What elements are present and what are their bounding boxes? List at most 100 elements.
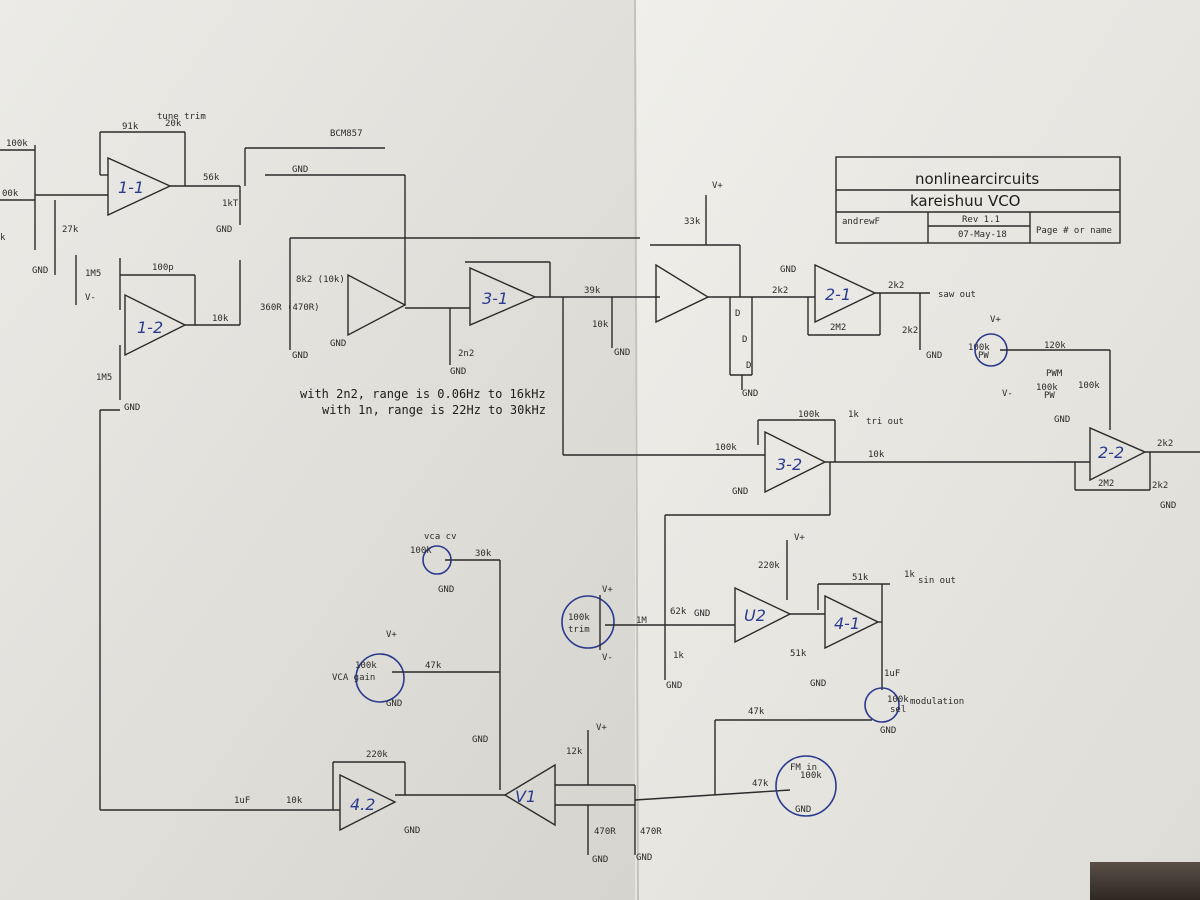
opamp-3-1 [469, 266, 537, 327]
opamp-label-v1: V1 [515, 787, 536, 806]
opamp-3-2 [764, 430, 827, 494]
label-tri-out: tri out [866, 417, 904, 427]
title-company: nonlinearcircuits [915, 170, 1039, 188]
label-r-10k-d: 10k [286, 796, 303, 806]
opamp-label-4-2: 4.2 [350, 795, 375, 814]
label-vminus-3: V- [602, 653, 613, 663]
label-vplus-4: V+ [602, 585, 613, 595]
pulse-section: V+ 100k PW V- 120k PWM 100k PW 100k GND … [968, 315, 1200, 511]
label-r-1m5-a: 1M5 [85, 269, 101, 279]
label-gnd-19: GND [438, 585, 454, 595]
label-gnd-7: GND [450, 367, 466, 377]
label-gnd-5: GND [292, 351, 308, 361]
label-r-100k-fm: 100k [800, 771, 822, 781]
label-pw-2: PW [1044, 391, 1055, 401]
label-r-47k-b: 47k [748, 707, 765, 717]
label-r-20k: 20k [165, 119, 182, 129]
title-page: Page # or name [1036, 226, 1112, 236]
opamp-2-2 [1089, 426, 1147, 482]
label-r-2k2-b: 2k2 [888, 281, 904, 291]
label-r-10k-b: 10k [592, 320, 609, 330]
label-diode-2: D [742, 335, 747, 345]
label-gnd-16: GND [694, 609, 710, 619]
label-r-47k-a: 47k [425, 661, 442, 671]
label-r-2k2-a: 2k2 [772, 286, 788, 296]
label-r-1kt: 1kT [222, 199, 239, 209]
mod-pot-circle [864, 687, 900, 723]
label-r-k-edge: k [0, 233, 6, 243]
label-r-100k-gain: 100k [355, 661, 377, 671]
opamp-label-2-1: 2-1 [825, 285, 851, 304]
label-r-120k: 120k [1044, 341, 1066, 351]
label-transistor: BCM857 [330, 129, 363, 139]
label-r-8k2: 8k2 (10k) [296, 275, 345, 285]
label-r-2m2-a: 2M2 [830, 323, 846, 333]
label-gnd-3: GND [292, 165, 308, 175]
label-gnd-22: GND [404, 826, 420, 836]
label-diode-3: D [746, 361, 751, 371]
label-c-1uf-a: 1uF [884, 669, 900, 679]
label-r-360r: 360R (470R) [260, 303, 320, 313]
opamp-1-2 [124, 293, 187, 357]
opamp-label-3-1: 3-1 [482, 289, 508, 308]
expo-converter: 100k 00k k 1-1 91k 20k tune trim 56k 1kT… [0, 112, 660, 413]
label-r-91k: 91k [122, 122, 139, 132]
title-block: nonlinearcircuits kareishuu VCO andrewF … [835, 156, 1121, 244]
label-trim: trim [568, 625, 590, 635]
trim-pot-circle [561, 595, 615, 649]
label-vminus-2: V- [1002, 389, 1013, 399]
opamp-label-1-2: 1-2 [137, 318, 163, 337]
label-r-62k: 62k [670, 607, 687, 617]
label-r-100k-in: 100k [6, 139, 28, 149]
fm-pot-circle [775, 755, 837, 817]
label-sin-out: sin out [918, 576, 956, 586]
title-date: 07-May-18 [958, 230, 1007, 240]
label-gnd-13: GND [1054, 415, 1070, 425]
label-r-100k-tri: 100k [798, 410, 820, 420]
label-r-2k2-c: 2k2 [902, 326, 918, 336]
label-r-12k: 12k [566, 747, 583, 757]
label-r-56k: 56k [203, 173, 220, 183]
vca-section: vca cv 100k GND 30k V+ 100k VCA gain GND… [99, 409, 837, 865]
opamp-label-4-1: 4-1 [834, 614, 860, 633]
label-r-2m2-b: 2M2 [1098, 479, 1114, 489]
label-r-51k-b: 51k [790, 649, 807, 659]
label-r-10k-a: 10k [212, 314, 229, 324]
triangle-section: 100k 3-2 GND 100k 1k tri out 10k [562, 297, 1090, 516]
label-r-27k: 27k [62, 225, 79, 235]
label-gnd-21: GND [472, 735, 488, 745]
label-gnd-10: GND [780, 265, 796, 275]
ota-v1 [503, 763, 556, 827]
label-r-sel: sel [890, 705, 906, 715]
opamp-label-2-2: 2-2 [1098, 443, 1124, 462]
label-r-100k-in2: 00k [2, 189, 19, 199]
label-gnd-4: GND [124, 403, 140, 413]
label-r-100k-vca: 100k [410, 546, 432, 556]
label-gnd-6: GND [330, 339, 346, 349]
label-r-51k-a: 51k [852, 573, 869, 583]
opamp-label-u2: U2 [744, 606, 766, 625]
label-r-220k-b: 220k [366, 750, 388, 760]
sine-section: 62k 1k GND V+ 220k U2 GND 51k 1k sin out… [664, 515, 964, 736]
paper-right-half [635, 0, 1200, 900]
label-modulation: modulation [910, 697, 964, 707]
label-vca-cv: vca cv [424, 532, 457, 542]
label-r-39k: 39k [584, 286, 601, 296]
label-c-1uf-b: 1uF [234, 796, 250, 806]
opamp-comparator [347, 273, 407, 337]
label-r-1k-tri: 1k [848, 410, 859, 420]
label-gnd-23: GND [592, 855, 608, 865]
label-vplus-3: V+ [794, 533, 805, 543]
label-r-1m: 1M [636, 616, 647, 626]
label-r-100k-mod: 100k [887, 695, 909, 705]
label-gnd-25: GND [795, 805, 811, 815]
opamp-label-1-1: 1-1 [118, 178, 144, 197]
label-gnd-2: GND [32, 266, 48, 276]
label-saw-out: saw out [938, 290, 976, 300]
label-r-100k-pw: 100k [968, 343, 990, 353]
label-diode-1: D [735, 309, 740, 319]
paper-left-half [0, 0, 635, 900]
label-r-2k2-d: 2k2 [1157, 439, 1173, 449]
